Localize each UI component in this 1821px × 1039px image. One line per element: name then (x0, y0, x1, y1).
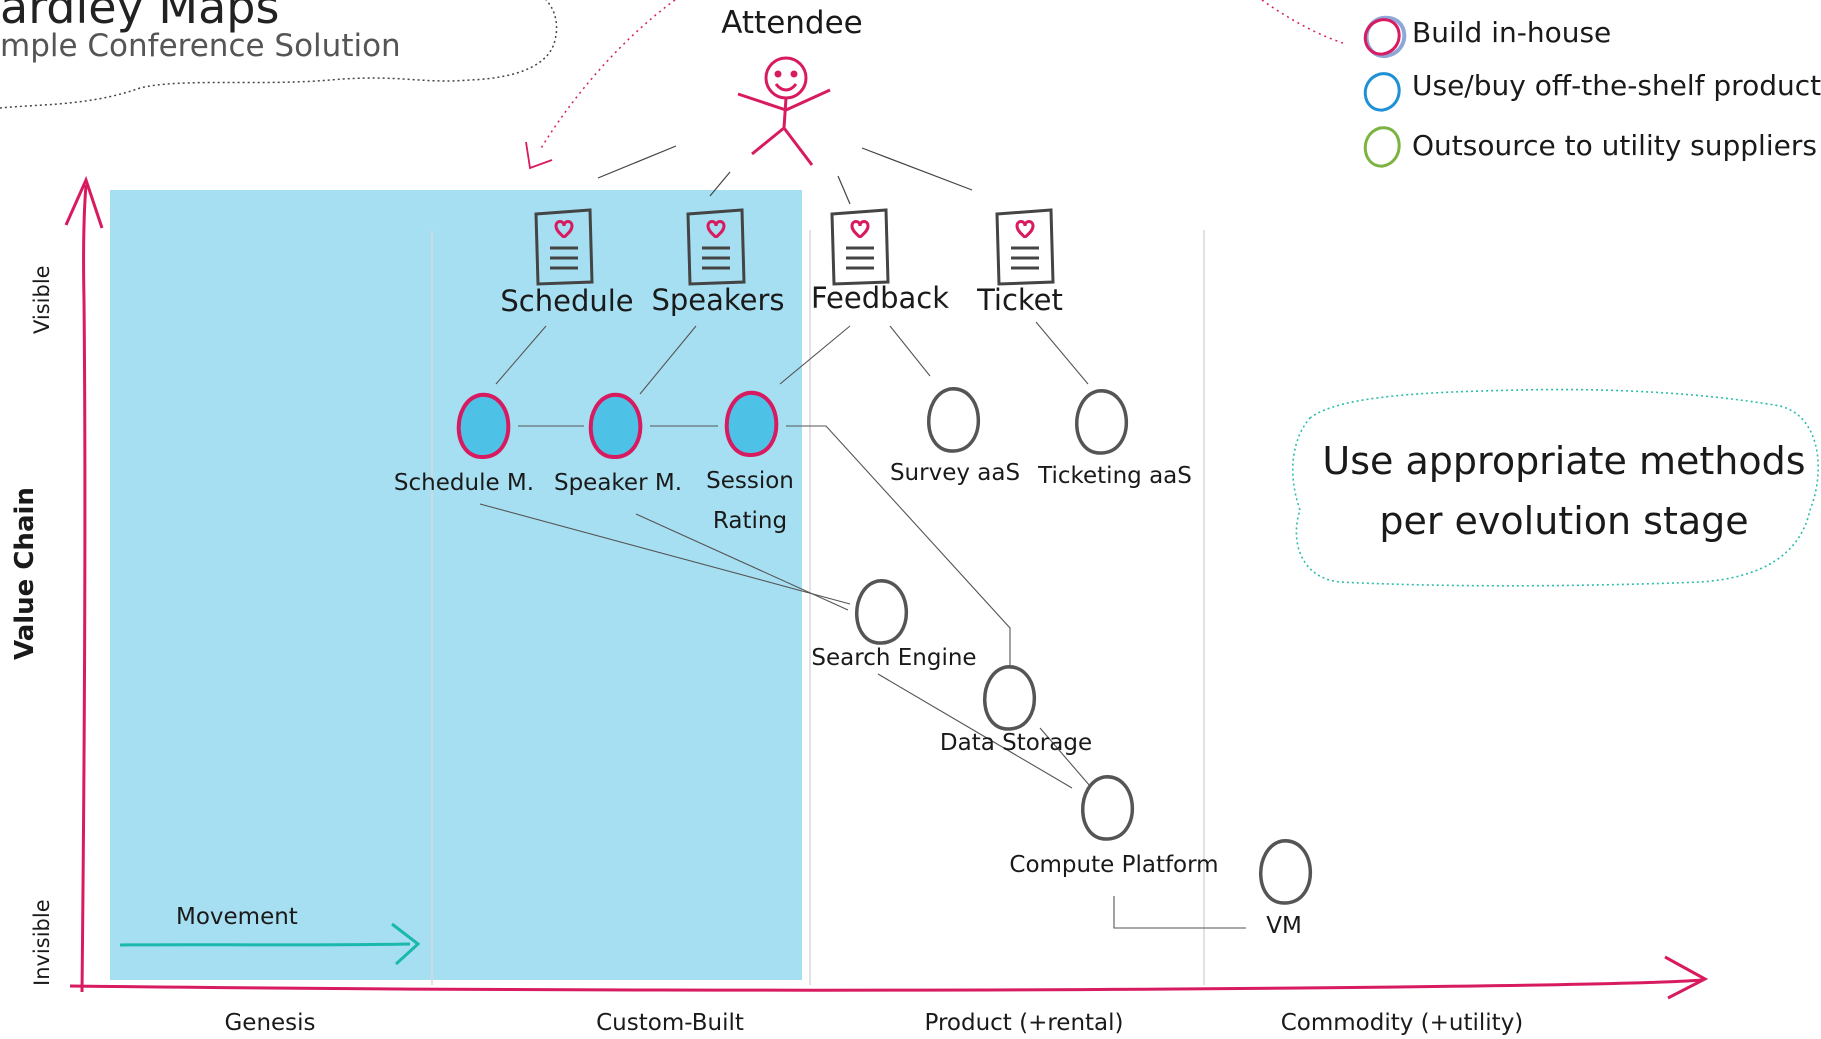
survey-aas-label: Survey aaS (889, 460, 1021, 486)
legend-buy-icon (1363, 72, 1401, 112)
legend-buy-label: Use/buy off-the-shelf product (1412, 69, 1821, 102)
attendee-icon (737, 56, 831, 166)
dependency-links (479, 321, 1246, 929)
stage-product-label: Product (+rental) (924, 1010, 1124, 1036)
need-feedback-label: Feedback (810, 281, 950, 315)
movement-arrow (119, 942, 411, 947)
highlight-region (110, 190, 802, 980)
speaker-m-node (588, 392, 643, 460)
vm-node (1259, 839, 1312, 905)
compute-platform-label: Compute Platform (1009, 852, 1219, 878)
map-subtitle: mple Conference Solution (0, 28, 401, 64)
need-speakers-label: Speakers (651, 283, 785, 317)
y-axis (80, 184, 88, 993)
schedule-m-node (456, 392, 511, 460)
attendee-links (597, 145, 973, 205)
need-schedule-label: Schedule (500, 284, 634, 318)
vm-label: VM (1266, 913, 1302, 939)
legend-outsource-label: Outsource to utility suppliers (1412, 129, 1817, 162)
stage-commodity-label: Commodity (+utility) (1280, 1010, 1524, 1036)
dotted-arrow (1261, 0, 1347, 45)
map-title: ardley Maps (0, 0, 280, 34)
x-axis (69, 978, 1703, 992)
legend-build-icon (1363, 15, 1407, 59)
speaker-m-label: Speaker M. (553, 470, 683, 496)
note-line1: Use appropriate methods (1322, 439, 1806, 483)
y-axis-arrowhead (64, 175, 104, 229)
movement-arrowhead (391, 922, 421, 966)
note-cloud (1291, 388, 1820, 587)
session-rating-label-line1: Session (706, 468, 794, 494)
x-axis-arrowhead (1664, 955, 1709, 1000)
speakers-document-icon (686, 208, 746, 286)
schedule-m-label: Schedule M. (393, 470, 535, 496)
compute-platform-node (1081, 775, 1134, 841)
data-storage-label: Data Storage (939, 730, 1093, 756)
need-ticket-label: Ticket (977, 283, 1063, 317)
schedule-document-icon (534, 208, 594, 286)
note-line2: per evolution stage (1379, 499, 1749, 543)
title-cloud (0, 0, 558, 109)
dotted-arrow-head (525, 141, 553, 170)
ticketing-aas-label: Ticketing aaS (1038, 463, 1192, 489)
y-axis-visible-label: Visible (30, 265, 54, 334)
data-storage-node (983, 665, 1036, 731)
stage-genesis-label: Genesis (224, 1010, 316, 1036)
legend-outsource-icon (1363, 126, 1401, 168)
y-axis-title: Value Chain (10, 487, 40, 660)
movement-label: Movement (176, 904, 298, 930)
stage-custom-built-label: Custom-Built (596, 1010, 744, 1036)
session-rating-label-line2: Rating (712, 508, 788, 534)
ticket-document-icon (995, 208, 1055, 286)
feedback-document-icon (830, 208, 890, 286)
dotted-arrow (539, 0, 676, 151)
ticketing-aas-node (1075, 389, 1128, 455)
legend-build-label: Build in-house (1412, 16, 1612, 49)
survey-aas-node (927, 387, 980, 453)
attendee-label: Attendee (721, 5, 863, 41)
y-axis-invisible-label: Invisible (30, 899, 54, 986)
session-rating-node (724, 390, 779, 458)
search-engine-node (855, 579, 908, 645)
search-engine-label: Search Engine (811, 645, 977, 671)
